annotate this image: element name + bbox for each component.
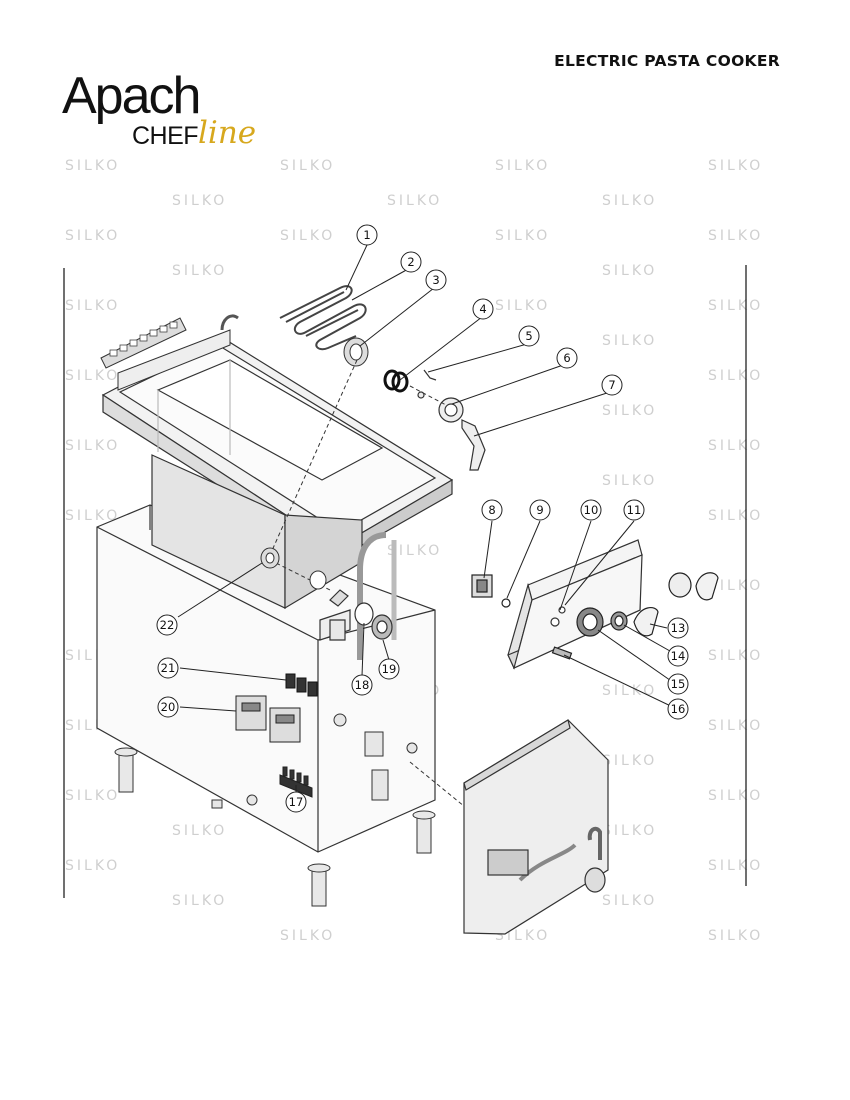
callout-11: 11 (623, 499, 645, 521)
callouts: 1 2 3 4 5 6 7 8 (156, 224, 689, 813)
callout-6: 6 (556, 347, 578, 369)
callout-2: 2 (400, 251, 422, 273)
contactors (235, 695, 301, 743)
svg-text:2: 2 (407, 255, 414, 269)
cabinet-feet (114, 747, 436, 907)
svg-text:10: 10 (584, 503, 599, 517)
svg-text:1: 1 (363, 228, 370, 242)
svg-text:6: 6 (563, 351, 570, 365)
control-knobs (551, 572, 719, 660)
callout-13: 13 (667, 617, 689, 639)
callout-10: 10 (580, 499, 602, 521)
svg-text:22: 22 (160, 618, 175, 632)
callout-5: 5 (518, 325, 540, 347)
front-door-panel (463, 719, 609, 935)
cabinet-body (96, 504, 436, 853)
thermostat-bracket (417, 369, 486, 471)
rear-splash-rack (100, 314, 239, 391)
svg-text:19: 19 (382, 662, 397, 676)
callout-16: 16 (667, 698, 689, 720)
callout-8: 8 (481, 499, 503, 521)
svg-text:5: 5 (525, 329, 532, 343)
callout-19: 19 (378, 658, 400, 680)
callout-22: 22 (156, 614, 178, 636)
svg-text:13: 13 (671, 621, 686, 635)
svg-text:11: 11 (627, 503, 642, 517)
logo-brand: Apach (62, 67, 201, 125)
callout-7: 7 (601, 374, 623, 396)
heating-element (279, 285, 367, 351)
document-title: ELECTRIC PASTA COOKER (554, 52, 780, 70)
valve-assembly (211, 713, 418, 809)
callout-14: 14 (667, 645, 689, 667)
callout-18: 18 (351, 674, 373, 696)
logo-sub: CHEF (132, 122, 199, 150)
svg-text:15: 15 (671, 677, 686, 691)
drain-fitting (260, 547, 327, 590)
svg-text:8: 8 (488, 503, 495, 517)
svg-text:17: 17 (289, 795, 304, 809)
svg-text:4: 4 (479, 302, 486, 316)
pipe-fittings (329, 532, 397, 660)
callout-17: 17 (285, 791, 307, 813)
callout-1: 1 (356, 224, 378, 246)
svg-text:16: 16 (671, 702, 686, 716)
logo-script: line (198, 115, 257, 151)
callout-15: 15 (667, 673, 689, 695)
brand-logo: Apach CHEF line (62, 70, 272, 160)
callout-9: 9 (529, 499, 551, 521)
svg-text:9: 9 (536, 503, 543, 517)
fuses (285, 673, 318, 697)
svg-text:7: 7 (608, 378, 615, 392)
leader-lines (177, 244, 678, 792)
callout-3: 3 (425, 269, 447, 291)
control-panel (507, 539, 643, 670)
svg-text:14: 14 (671, 649, 686, 663)
svg-text:18: 18 (355, 678, 370, 692)
svg-text:20: 20 (161, 700, 176, 714)
callout-4: 4 (472, 298, 494, 320)
callout-21: 21 (157, 657, 179, 679)
svg-text:3: 3 (432, 273, 439, 287)
signal-light-switch (471, 574, 511, 608)
gasket-rings (383, 369, 409, 393)
svg-text:21: 21 (161, 661, 176, 675)
callout-20: 20 (157, 696, 179, 718)
